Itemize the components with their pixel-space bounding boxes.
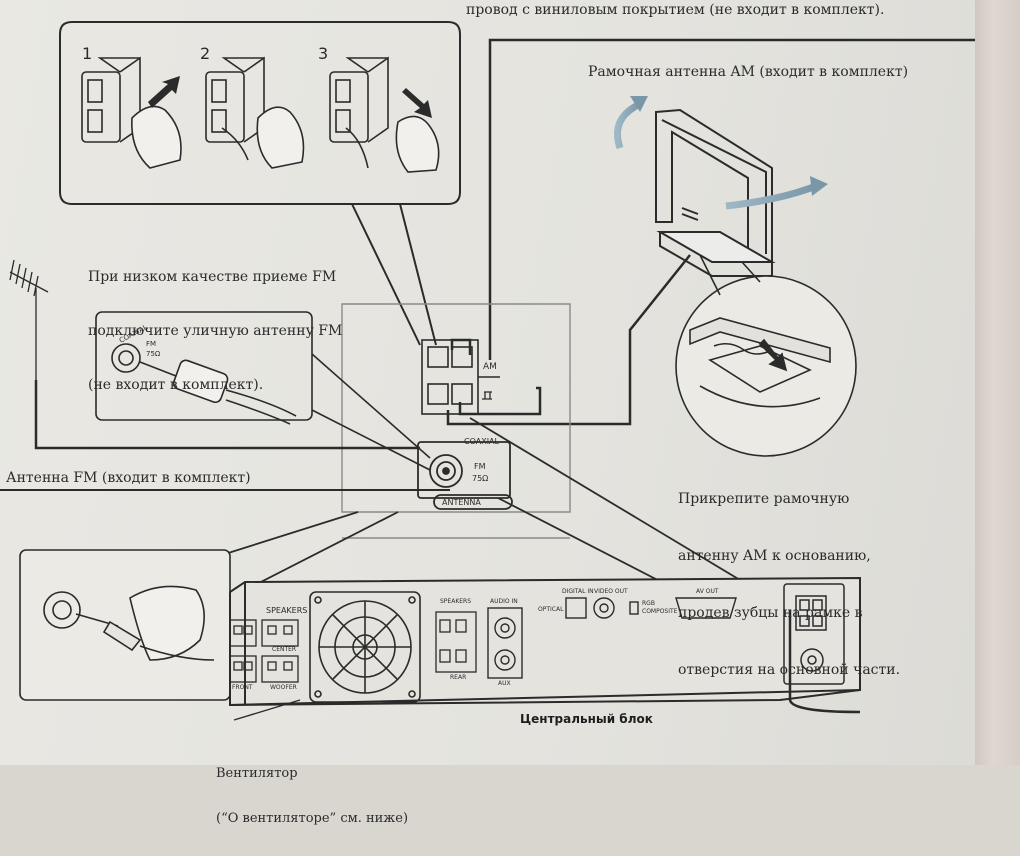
am-loop-antenna-label: Рамочная антенна AM (входит в комплект) (588, 64, 909, 80)
ground-symbol-icon (482, 391, 492, 400)
inset-ohm-label: 75Ω (146, 350, 161, 358)
outdoor-fm-antenna (9, 259, 49, 380)
fan-label-line-1: Вентилятор (216, 766, 298, 781)
step-number-1: 1 (82, 44, 93, 63)
antenna-cable-out (788, 610, 861, 714)
rear-antenna-terminal (783, 583, 845, 685)
fm-outdoor-note-line-1: При низком качестве приеме FM (88, 269, 337, 285)
central-unit-label: Центральный блок (520, 712, 653, 726)
fm-connector-inset (95, 311, 431, 471)
coaxial-terminal-label: COAXIAL (464, 437, 499, 446)
ohm-terminal-label: 75Ω (472, 474, 489, 483)
step-2-clip-illustration (205, 56, 305, 169)
speakers-rear-label: SPEAKERS (440, 598, 472, 605)
attach-note-line-4: отверстия на основной части. (678, 662, 901, 678)
av-out-label: AV OUT (696, 588, 719, 595)
composite-label: COMPOSITE (642, 608, 678, 615)
push-arrow-icon (148, 76, 180, 108)
rotate-arrow-2-icon (725, 182, 818, 210)
pull-arrow-icon (402, 88, 432, 118)
top-note: провод с виниловым покрытием (не входит … (466, 2, 885, 18)
attach-note-line-3: продев зубцы на рамке в (678, 605, 863, 621)
steps-callout (59, 21, 461, 346)
fm-outdoor-note-line-3: (не входит в комплект). (88, 377, 264, 393)
fm-terminal-label: FM (474, 462, 486, 471)
audio-in-label: AUDIO IN (490, 598, 518, 605)
cooling-fan (309, 591, 421, 703)
aux-label: AUX (498, 680, 511, 687)
rotate-arrow-icon (614, 100, 642, 150)
step-number-2: 2 (200, 44, 211, 63)
antenna-terminal-label: ANTENNA (442, 498, 481, 507)
step-1-clip-illustration (81, 56, 182, 169)
am-loop-antenna (655, 108, 776, 277)
rotate-arrow-head-icon (630, 96, 648, 112)
digital-video-jacks (565, 597, 737, 619)
attach-note-line-1: Прикрепите рамочную (678, 491, 850, 507)
manual-page: провод с виниловым покрытием (не входит … (0, 0, 1020, 826)
connection-diagram (0, 21, 975, 721)
attach-note-line-2: антенну AM к основанию, (678, 548, 871, 564)
fm-outdoor-note: При низком качестве приеме FM подключите… (88, 232, 342, 430)
fm-outdoor-note-line-2: подключите уличную антенну FM (88, 323, 343, 339)
woofer-label: WOOFER (270, 684, 297, 691)
audio-in-jacks (487, 607, 523, 679)
rear-terminal-panel (341, 303, 571, 539)
speaker-terminals-rear (435, 611, 477, 673)
background-fabric (975, 0, 1020, 765)
attach-note: Прикрепите рамочную антенну AM к основан… (678, 452, 900, 718)
am-terminal-block (421, 339, 500, 415)
rear-label: REAR (450, 674, 467, 681)
rotate-arrow-2-head-icon (810, 176, 828, 196)
digital-in-label: DIGITAL IN (562, 588, 594, 595)
am-base-detail-inset (675, 254, 857, 457)
rgb-label: RGB (642, 600, 655, 607)
center-label: CENTER (272, 646, 297, 653)
step-number-3: 3 (318, 44, 329, 63)
fm-jack-inset (19, 549, 231, 701)
fan-label-line-2: (“О вентиляторе” см. ниже) (216, 811, 409, 826)
speakers-label: SPEAKERS (266, 606, 308, 615)
speaker-terminals-left (229, 619, 299, 683)
step-3-clip-illustration (329, 56, 440, 173)
fan-pointer (233, 699, 301, 721)
video-out-label: VIDEO OUT (594, 588, 628, 595)
am-terminal-label: AM (483, 362, 497, 372)
fm-coaxial-jack (417, 441, 513, 510)
optical-label: OPTICAL (538, 606, 564, 613)
fm-outdoor-cable (34, 380, 420, 450)
front-label: FRONT (232, 684, 253, 691)
fm-antenna-label: Антенна FM (входит в комплект) (6, 470, 251, 486)
inset-fm-label: FM (146, 340, 157, 348)
fan-label: Вентилятор (“О вентиляторе” см. ниже) (216, 736, 408, 856)
